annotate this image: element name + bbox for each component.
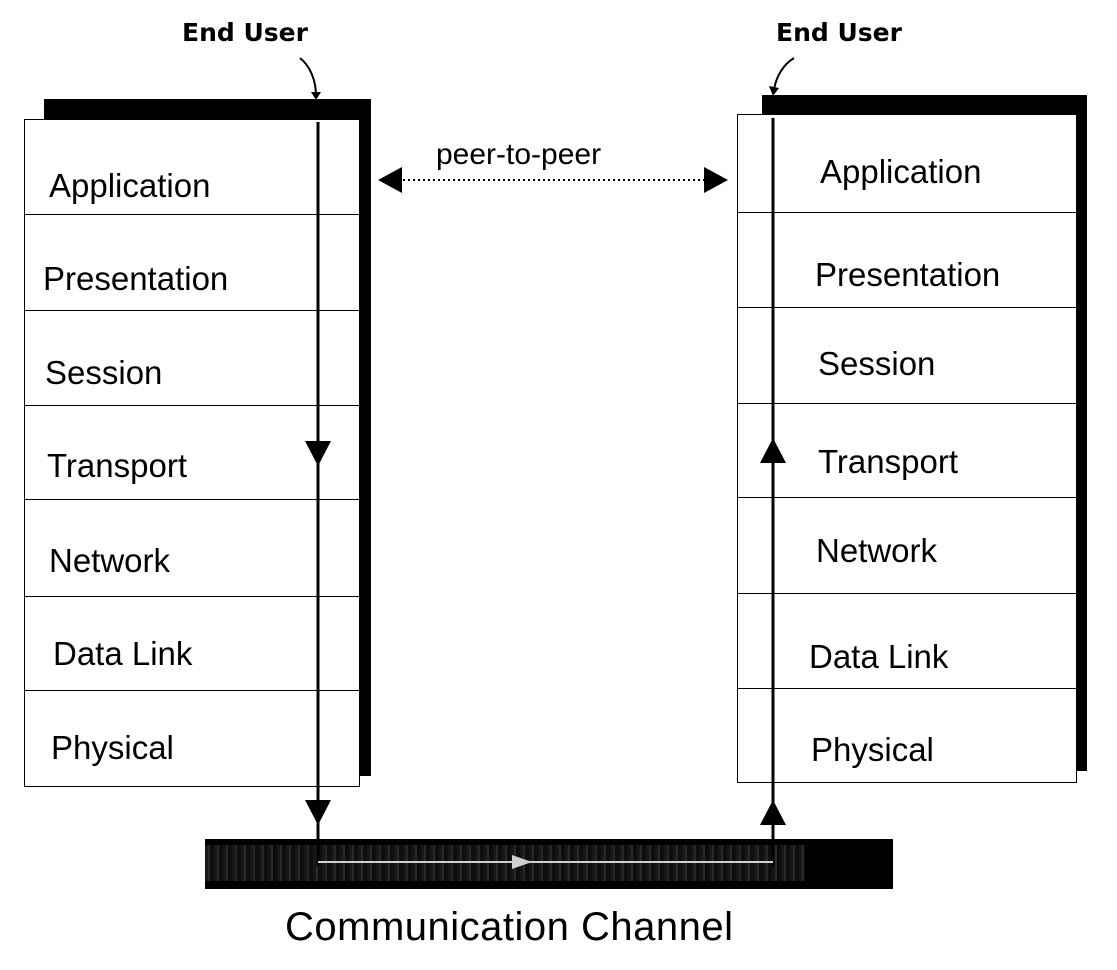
left-layer-session: Session — [25, 311, 359, 406]
left-layer-label: Data Link — [53, 635, 193, 672]
right-layer-label: Network — [816, 532, 938, 569]
right-end-user-pointer — [773, 57, 795, 91]
right-layer-label: Transport — [818, 443, 958, 480]
left-layer-label: Network — [49, 542, 171, 579]
right-layer-transport: Transport — [738, 404, 1076, 498]
left-end-user-pointer — [299, 57, 317, 97]
peer-link-left-arrowhead — [378, 167, 402, 193]
left-layer-label: Application — [49, 167, 211, 204]
left-layer-label: Session — [45, 354, 163, 391]
right-transport-up-arrow — [760, 438, 786, 463]
left-layer-presentation: Presentation — [25, 215, 359, 311]
communication-channel-bar — [205, 839, 893, 889]
right-layer-session: Session — [738, 308, 1076, 404]
peer-link-right-arrowhead — [704, 167, 728, 193]
left-transport-down-arrow — [305, 441, 331, 466]
left-end-user-pointer-head — [311, 92, 321, 100]
right-osi-stack: Application Presentation Session Transpo… — [737, 114, 1077, 783]
right-layer-network: Network — [738, 498, 1076, 594]
right-layer-label: Physical — [811, 731, 934, 768]
left-layer-network: Network — [25, 500, 359, 597]
peer-to-peer-label: peer-to-peer — [436, 138, 602, 171]
right-layer-data-link: Data Link — [738, 594, 1076, 689]
left-osi-stack: Application Presentation Session Transpo… — [24, 119, 360, 787]
left-layer-label: Transport — [47, 447, 187, 484]
right-end-user-label: End User — [776, 18, 902, 47]
left-layer-label: Physical — [51, 729, 174, 766]
right-layer-label: Application — [820, 153, 982, 190]
right-end-user-pointer-head — [769, 86, 779, 96]
right-layer-label: Session — [818, 345, 936, 382]
left-layer-data-link: Data Link — [25, 597, 359, 691]
right-layer-application: Application — [738, 115, 1076, 213]
left-channel-down-arrow — [305, 800, 331, 825]
right-layer-physical: Physical — [738, 689, 1076, 784]
right-layer-label: Presentation — [815, 256, 1001, 293]
left-end-user-label: End User — [182, 18, 308, 47]
communication-channel-label: Communication Channel — [285, 905, 734, 949]
right-layer-label: Data Link — [809, 638, 949, 675]
left-layer-label: Presentation — [43, 260, 229, 297]
channel-flow-arrowhead — [512, 855, 532, 869]
right-channel-up-arrow — [760, 800, 786, 825]
left-layer-application: Application — [25, 120, 359, 215]
left-layer-transport: Transport — [25, 406, 359, 500]
right-layer-presentation: Presentation — [738, 213, 1076, 308]
left-layer-physical: Physical — [25, 691, 359, 788]
